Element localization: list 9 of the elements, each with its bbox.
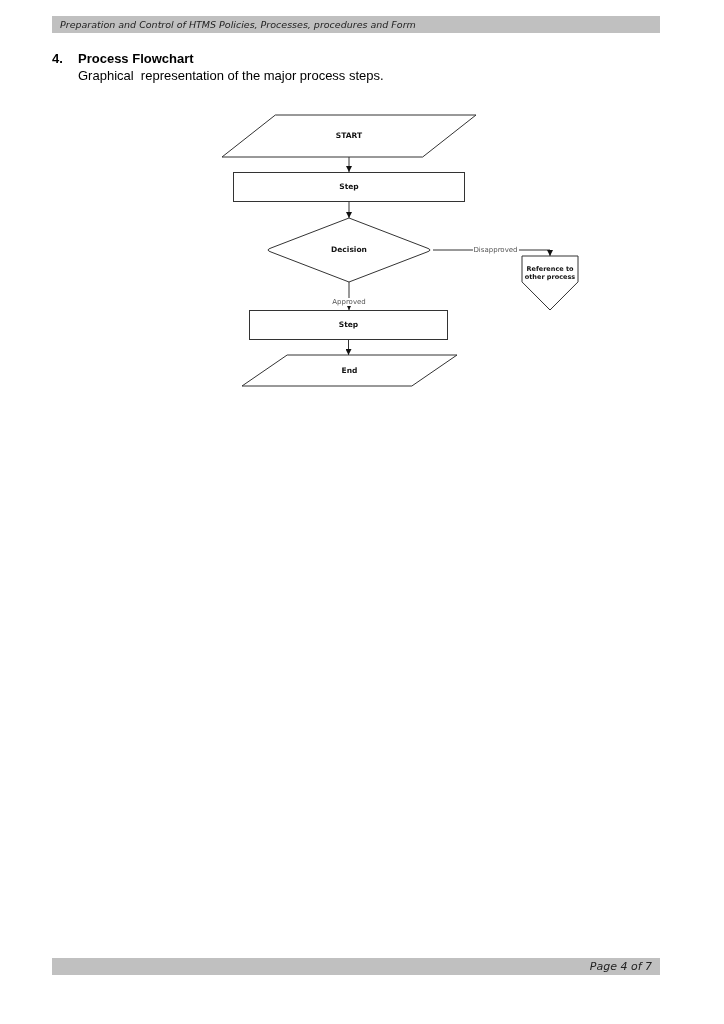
arrow <box>346 156 352 173</box>
section-heading: Process Flowchart <box>78 51 194 66</box>
arrow <box>346 281 352 311</box>
arrow <box>346 201 352 219</box>
page-header: Preparation and Control of HTMS Policies, Processes, procedures and Form <box>52 16 660 33</box>
page-footer: Page 4 of 7 <box>52 958 660 975</box>
section-number: 4. <box>52 51 63 66</box>
arrow <box>345 339 352 356</box>
section-description: Graphical representation of the major process steps. <box>78 68 384 83</box>
